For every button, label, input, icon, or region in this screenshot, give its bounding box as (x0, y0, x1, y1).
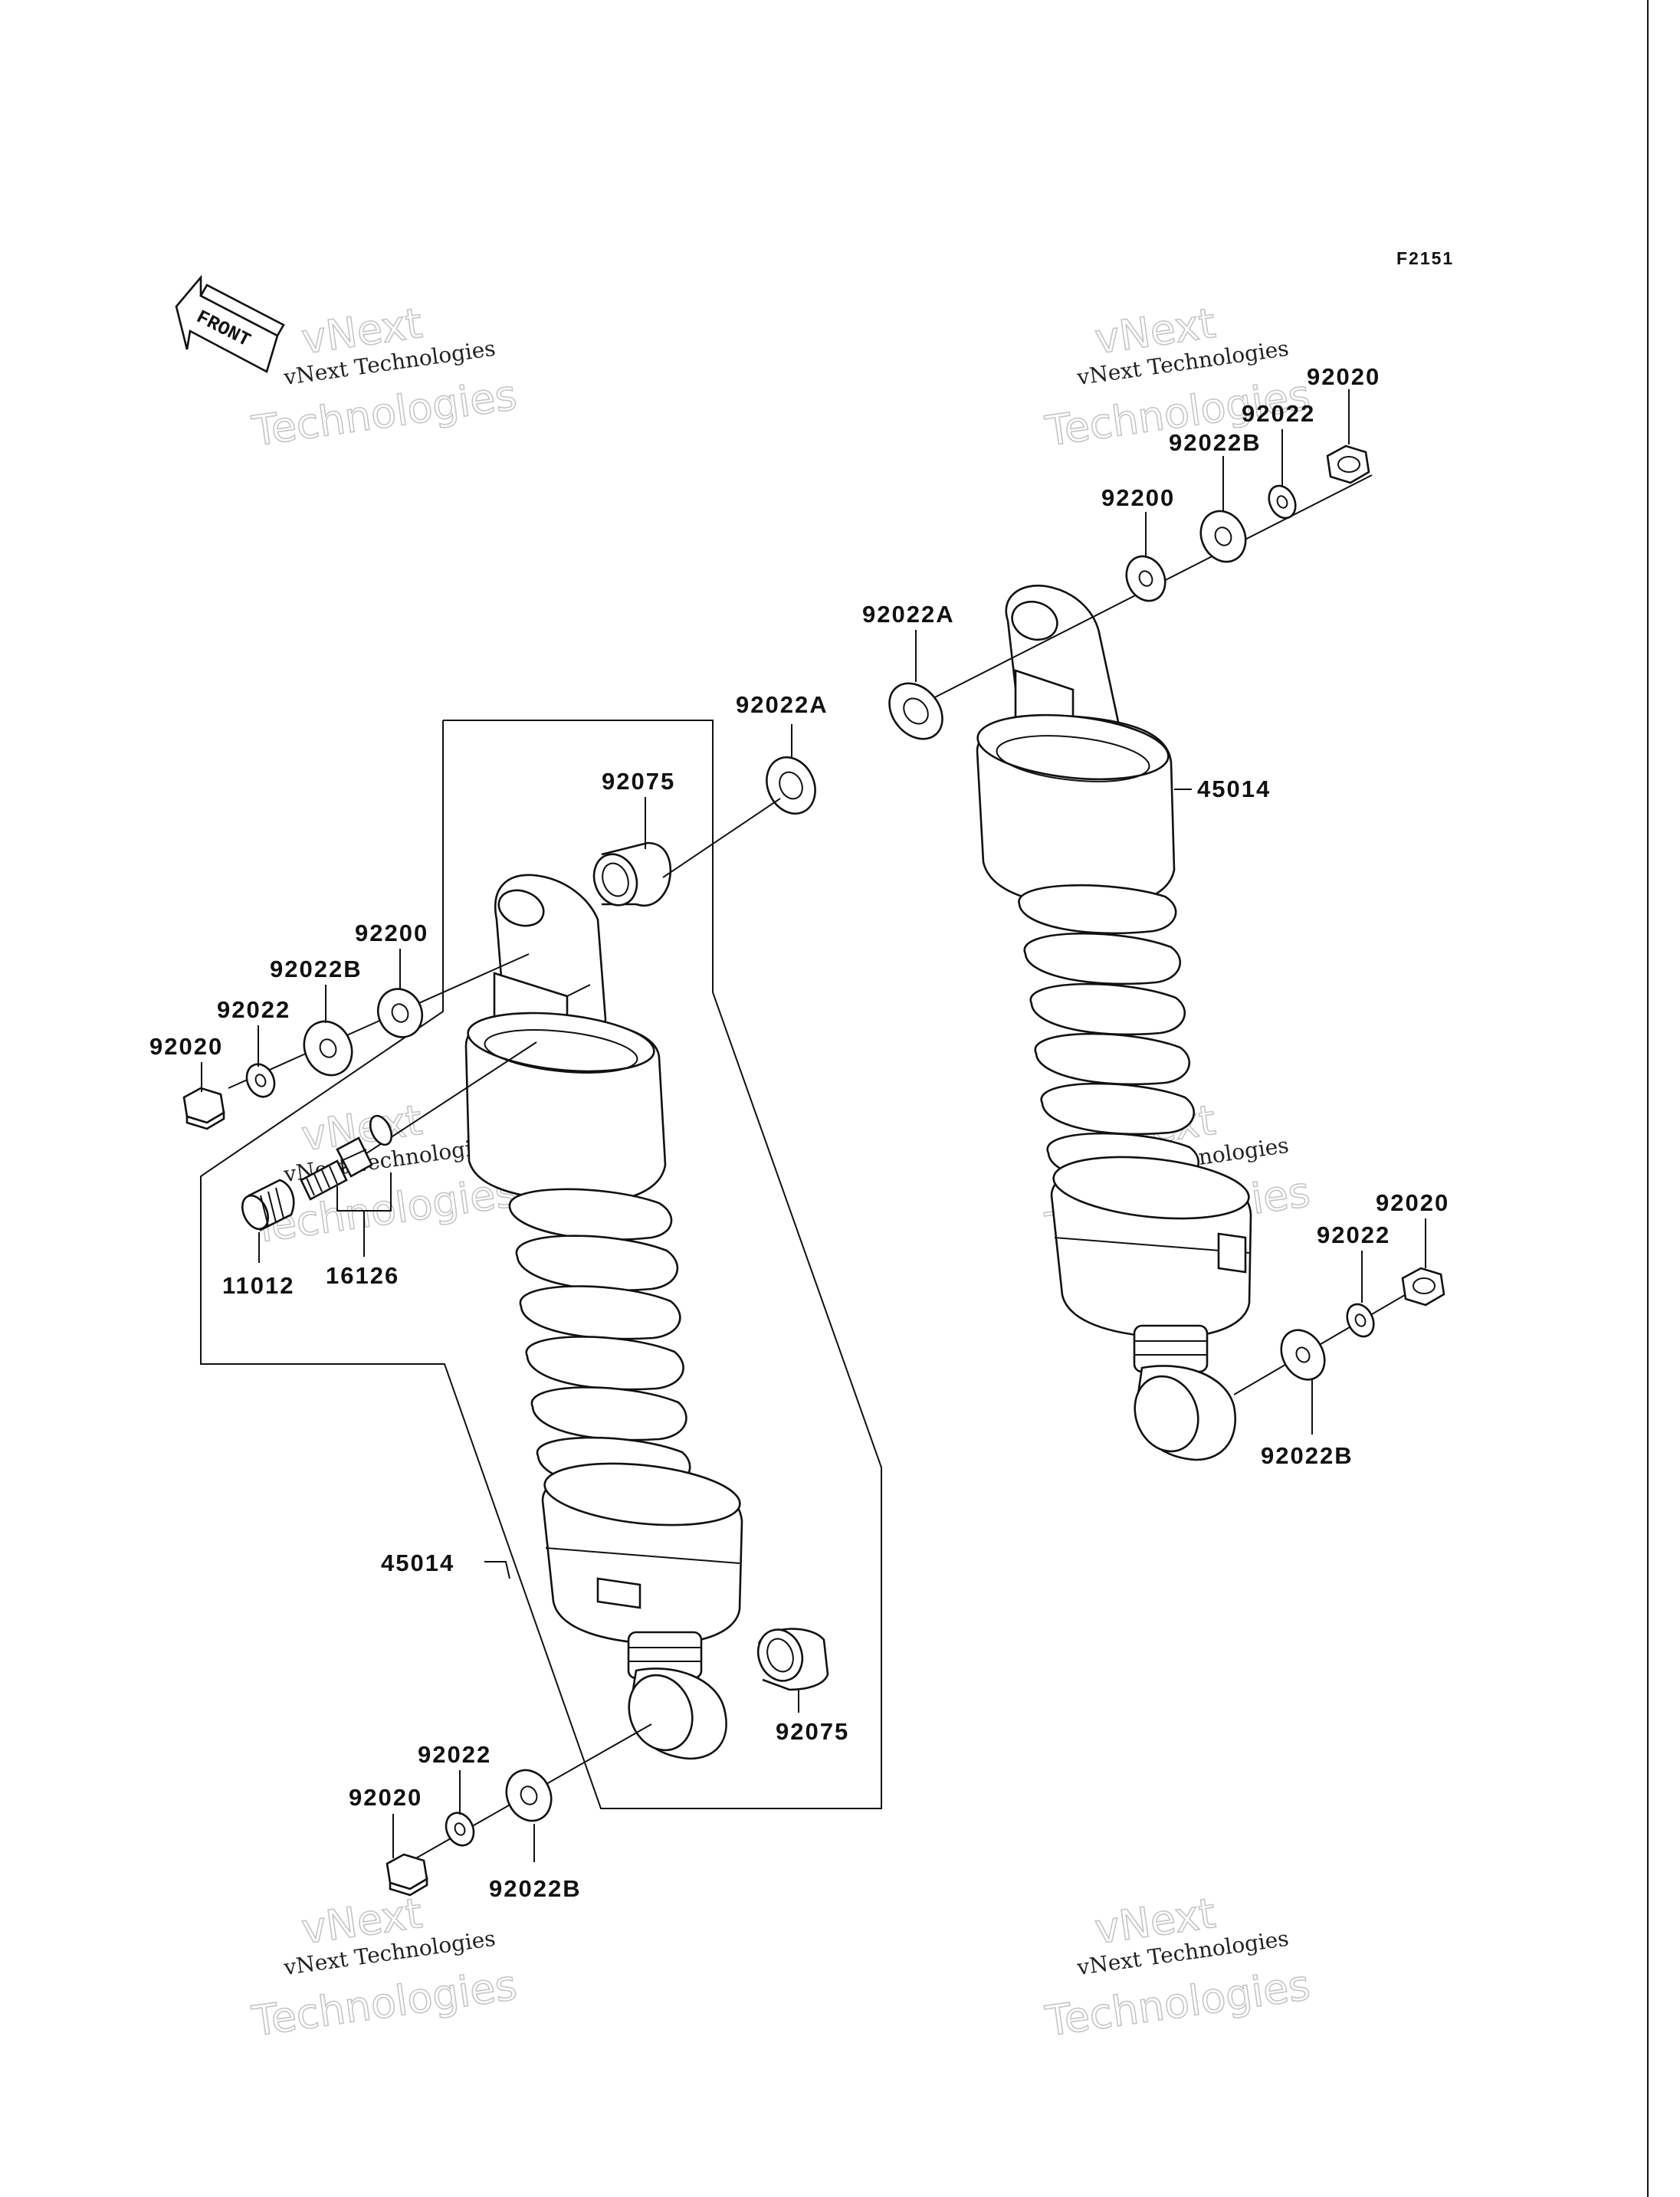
right-washer-92022-bottom (1346, 1303, 1375, 1338)
left-washer-92022-bottom (445, 1812, 475, 1847)
label-right-92022B-top: 92022B (1169, 429, 1262, 456)
label-left-16126: 16126 (326, 1262, 399, 1289)
left-washer-92022-top (245, 1063, 276, 1098)
label-right-45014: 45014 (1197, 776, 1271, 802)
right-nut-92020-top (1326, 444, 1370, 484)
label-left-11012: 11012 (222, 1272, 295, 1299)
right-washer-92022B-bottom (1280, 1329, 1326, 1381)
left-shock-absorber (464, 874, 743, 1760)
right-washer-92022-top (1268, 484, 1297, 520)
label-right-92022A: 92022A (862, 601, 955, 628)
label-left-45014: 45014 (381, 1549, 454, 1576)
right-spring (1018, 884, 1199, 1185)
left-bushing-bottom (756, 1628, 829, 1691)
left-adjuster-16126 (300, 1114, 393, 1201)
label-left-92022B-top: 92022B (270, 956, 363, 982)
label-left-92022B-bottom: 92022B (489, 1875, 582, 1902)
label-left-92200: 92200 (355, 920, 428, 946)
right-nut-92020-bottom (1401, 1267, 1445, 1307)
label-right-92022-top: 92022 (1242, 400, 1315, 427)
label-right-92022-bottom: 92022 (1317, 1221, 1390, 1248)
watermark-top-left: vNext vNext Technologies Technologies (248, 298, 520, 456)
label-left-92022-top: 92022 (217, 996, 290, 1023)
figure-code: F2151 (1396, 248, 1454, 268)
label-right-92022B-bottom: 92022B (1261, 1442, 1354, 1469)
left-nut-92020-bottom (386, 1853, 428, 1897)
left-nut-92020-top (182, 1087, 225, 1130)
label-right-92020-bottom: 92020 (1376, 1189, 1449, 1216)
label-left-92022-bottom: 92022 (418, 1741, 491, 1768)
left-bushing-top (592, 841, 671, 907)
right-washer-92022B-top (1199, 510, 1247, 563)
label-left-92020-bottom: 92020 (349, 1784, 422, 1811)
label-left-92075-top: 92075 (602, 768, 675, 795)
label-left-92022A: 92022A (736, 691, 829, 718)
right-washer-92200 (1125, 555, 1166, 602)
left-knob-11012 (241, 1179, 295, 1231)
label-right-92200: 92200 (1101, 484, 1175, 511)
left-washer-92022B-top (303, 1020, 353, 1077)
left-washer-92200 (376, 988, 424, 1038)
label-right-92020-top: 92020 (1307, 363, 1380, 390)
watermark-bottom-left: vNext vNext Technologies Technologies (248, 1888, 520, 2046)
right-shock-absorber (976, 584, 1252, 1461)
front-arrow-icon: FRONT (175, 274, 285, 373)
label-left-92020-top: 92020 (149, 1033, 223, 1060)
right-washer-92022A (888, 682, 943, 740)
watermark-bottom-right: vNext vNext Technologies Technologies (1042, 1888, 1314, 2046)
left-assembly-outline (200, 720, 882, 1809)
left-spring (508, 1188, 691, 1490)
label-left-92075-bottom: 92075 (776, 1718, 849, 1745)
left-washer-92022A (766, 756, 816, 815)
left-washer-92022B-bottom (505, 1769, 553, 1822)
